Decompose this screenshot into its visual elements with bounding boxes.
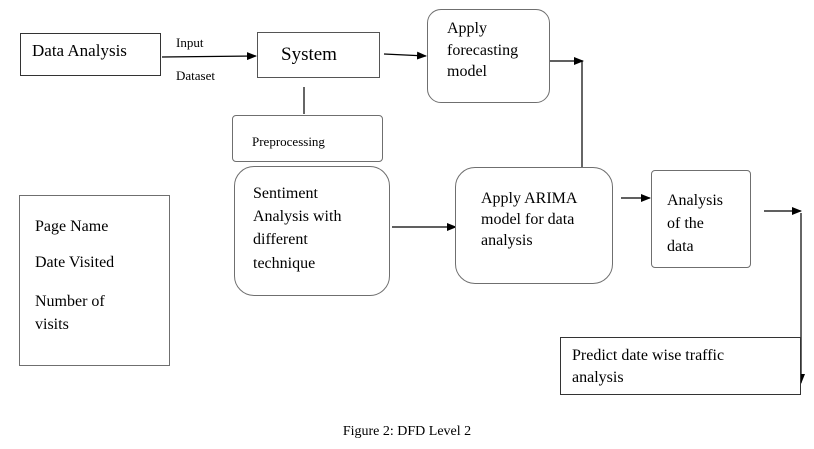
sentiment-box: Sentiment Analysis with different techni… — [234, 166, 390, 296]
forecasting-box: Apply forecasting model — [427, 9, 550, 103]
sentiment-label: Sentiment Analysis with different techni… — [253, 185, 342, 272]
figure-caption: Figure 2: DFD Level 2 — [342, 424, 472, 439]
analysis-box: Analysis of the data — [651, 170, 751, 268]
preprocessing-box: Preprocessing — [232, 115, 383, 162]
preprocessing-label: Preprocessing — [252, 134, 325, 149]
data-analysis-box: Data Analysis — [20, 33, 161, 76]
forecasting-label: Apply forecasting model — [447, 20, 519, 81]
dataset-edge-label: Dataset — [176, 68, 215, 83]
data-analysis-label: Data Analysis — [32, 41, 127, 60]
page-name-label: Page Name — [35, 218, 109, 235]
input-edge-label: Input — [176, 35, 204, 50]
predict-box: Predict date wise traffic analysis — [560, 337, 801, 395]
predict-label: Predict date wise traffic analysis — [572, 347, 725, 387]
number-of-visits-label: Number of visits — [35, 293, 105, 334]
arrow-data-analysis-to-system — [161, 52, 257, 61]
arima-label: Apply ARIMA model for data analysis — [481, 190, 578, 249]
arima-box: Apply ARIMA model for data analysis — [455, 167, 613, 284]
attributes-box: Page Name Date Visited Number of visits — [19, 195, 170, 366]
system-box: System — [257, 32, 380, 78]
arrow-system-to-forecasting — [383, 51, 427, 60]
system-label: System — [281, 44, 337, 65]
analysis-label: Analysis of the data — [667, 192, 723, 256]
date-visited-label: Date Visited — [35, 254, 115, 271]
